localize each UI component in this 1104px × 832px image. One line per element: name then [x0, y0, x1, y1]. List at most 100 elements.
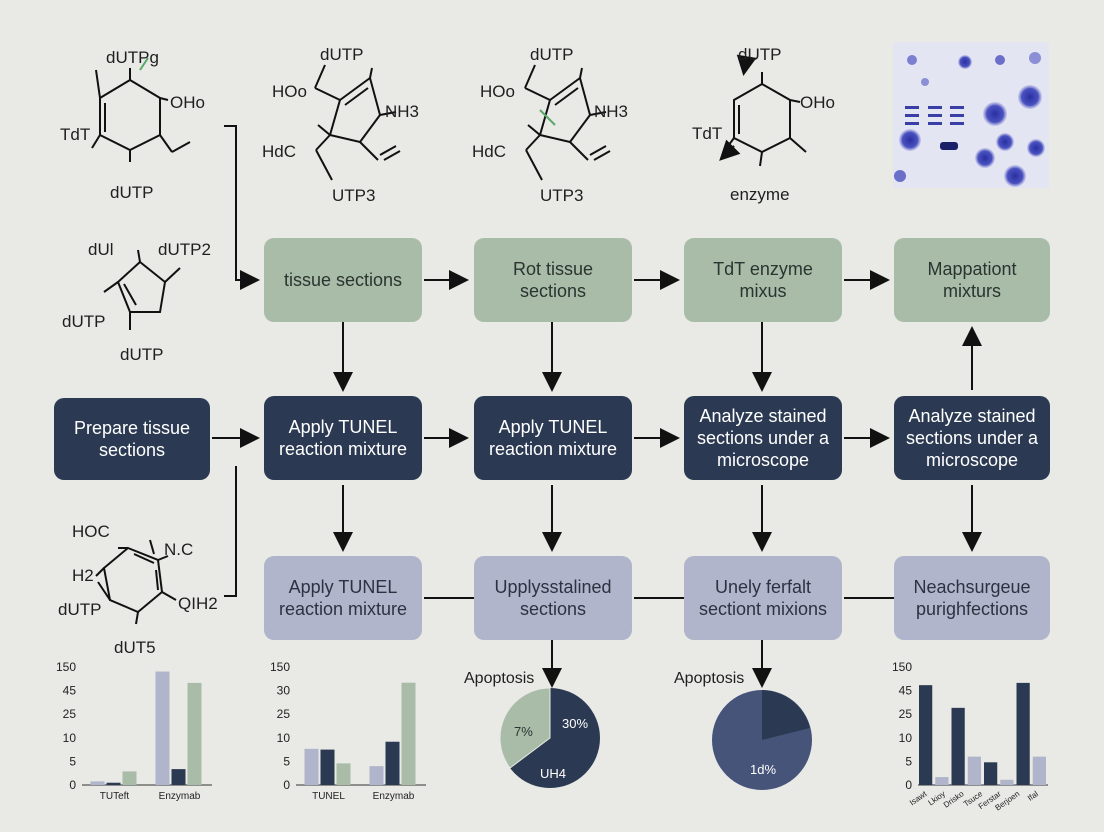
s6-right-label: QIH2	[178, 594, 218, 613]
bar-7	[1032, 756, 1046, 785]
x-tick-label: Drisko	[942, 789, 966, 810]
chemical-structure-5	[103, 249, 181, 330]
s6-bottom-label: dUT5	[114, 638, 156, 657]
pie1-slice-green	[499, 687, 551, 769]
flow-node-row2-4: Analyze stained sections under a microsc…	[894, 396, 1050, 480]
s4-right-label: OHo	[800, 93, 835, 112]
y-tick-label: 150	[56, 660, 76, 674]
bar-3	[967, 756, 981, 785]
bar-5	[1000, 779, 1014, 785]
flow-node-row1-3: TdT enzyme mixus	[684, 238, 842, 322]
flow-node-row2-2: Apply TUNEL reaction mixture	[474, 396, 632, 480]
chemical-structure-4	[719, 54, 807, 167]
bar-6	[1016, 682, 1030, 785]
y-tick-label: 5	[905, 754, 912, 768]
x-tick-label: TUTeft	[100, 791, 130, 802]
chemical-structure-2	[314, 64, 401, 181]
pie1-label-30: 30%	[562, 716, 589, 731]
pie2-title: Apoptosis	[674, 670, 745, 687]
bar-0	[919, 685, 933, 785]
s2-ringleft-label: HdC	[262, 142, 297, 161]
y-tick-label: 0	[905, 778, 912, 792]
flow-node-row1-2: Rot tissue sections	[474, 238, 632, 322]
pie1-label-green: 7%	[514, 724, 533, 739]
y-tick-label: 150	[892, 660, 912, 674]
s3-bottom-label: UTP3	[540, 186, 584, 205]
y-tick-label: 10	[277, 731, 291, 745]
y-tick-label: 10	[63, 731, 77, 745]
micrograph-image	[893, 42, 1049, 188]
s3-right-label: NH3	[594, 102, 629, 121]
s3-top-label: dUTP	[530, 45, 574, 64]
y-tick-label: 25	[63, 707, 77, 721]
s1-bottom-label: dUTP	[110, 183, 154, 202]
bar-chart-3: 15045251050IsawtLkioyDriskoTsuceFerstarB…	[892, 660, 1048, 812]
s5-bottom-label: dUTP	[120, 345, 164, 364]
s6-topright-label: N.C	[164, 540, 194, 559]
y-tick-label: 25	[899, 707, 913, 721]
pie-chart-1	[499, 687, 600, 788]
s3-ringleft-label: HdC	[472, 142, 507, 161]
s6-left2-label: dUTP	[58, 600, 102, 619]
s1-top-label: dUTPg	[106, 48, 159, 67]
s2-bottom-label: UTP3	[332, 186, 376, 205]
s6-topleft-label: HOC	[72, 522, 110, 541]
chemical-structure-6	[95, 539, 177, 625]
bar-1-2	[187, 682, 202, 785]
s4-bottom-label: enzyme	[730, 185, 790, 204]
y-tick-label: 10	[899, 731, 913, 745]
y-tick-label: 150	[270, 660, 290, 674]
pie1-label-uh4: UH4	[540, 766, 567, 781]
y-tick-label: 45	[899, 684, 913, 698]
flow-node-row1-1: tissue sections	[264, 238, 422, 322]
y-tick-label: 0	[283, 778, 290, 792]
bar-0-0	[304, 748, 319, 785]
y-tick-label: 25	[277, 707, 291, 721]
bar-0-0	[90, 781, 105, 785]
pie2-label: 1d%	[750, 762, 777, 777]
bar-1-1	[385, 741, 400, 785]
flow-node-start: Prepare tissue sections	[54, 398, 210, 480]
y-tick-label: 5	[283, 754, 290, 768]
bar-4	[984, 762, 998, 785]
bar-1	[935, 777, 949, 785]
chemical-structure-3	[524, 64, 611, 181]
s5-topright-label: dUTP2	[158, 240, 211, 259]
bar-2	[951, 707, 965, 785]
chemical-structure-1	[91, 57, 191, 162]
y-tick-label: 45	[63, 684, 77, 698]
s5-topleft-label: dUl	[88, 240, 114, 259]
flow-node-row3-3: Unely ferfalt sectiont mixions	[684, 556, 842, 640]
s6-left1-label: H2	[72, 566, 94, 585]
x-tick-label: Enzymab	[373, 791, 415, 802]
x-tick-label: Ifal	[1026, 789, 1040, 803]
s3-left-label: HOo	[480, 82, 515, 101]
flow-node-row2-3: Analyze stained sections under a microsc…	[684, 396, 842, 480]
x-tick-label: TUNEL	[312, 791, 345, 802]
flow-node-row2-1: Apply TUNEL reaction mixture	[264, 396, 422, 480]
bar-0-2	[122, 771, 137, 785]
s5-left-label: dUTP	[62, 312, 106, 331]
flow-connectors	[212, 125, 982, 688]
x-tick-label: Enzymab	[159, 791, 201, 802]
pie1-title: Apoptosis	[464, 670, 535, 687]
bar-1-0	[155, 671, 170, 785]
flow-node-row3-2: Upplysstalined sections	[474, 556, 632, 640]
flow-node-row3-1: Apply TUNEL reaction mixture	[264, 556, 422, 640]
s2-left-label: HOo	[272, 82, 307, 101]
y-tick-label: 30	[277, 684, 291, 698]
flow-node-row3-4: Neachsurgeue purighfections	[894, 556, 1050, 640]
pie-chart-2	[712, 690, 812, 790]
s4-left-label: TdT	[692, 124, 723, 143]
pie2-slice-dark	[762, 690, 810, 740]
bar-0-1	[106, 782, 121, 785]
s1-left-label: TdT	[60, 125, 91, 144]
y-tick-label: 5	[69, 754, 76, 768]
y-tick-label: 0	[69, 778, 76, 792]
s2-top-label: dUTP	[320, 45, 364, 64]
bar-0-1	[320, 749, 335, 785]
flow-node-row1-4: Mappationt mixturs	[894, 238, 1050, 322]
